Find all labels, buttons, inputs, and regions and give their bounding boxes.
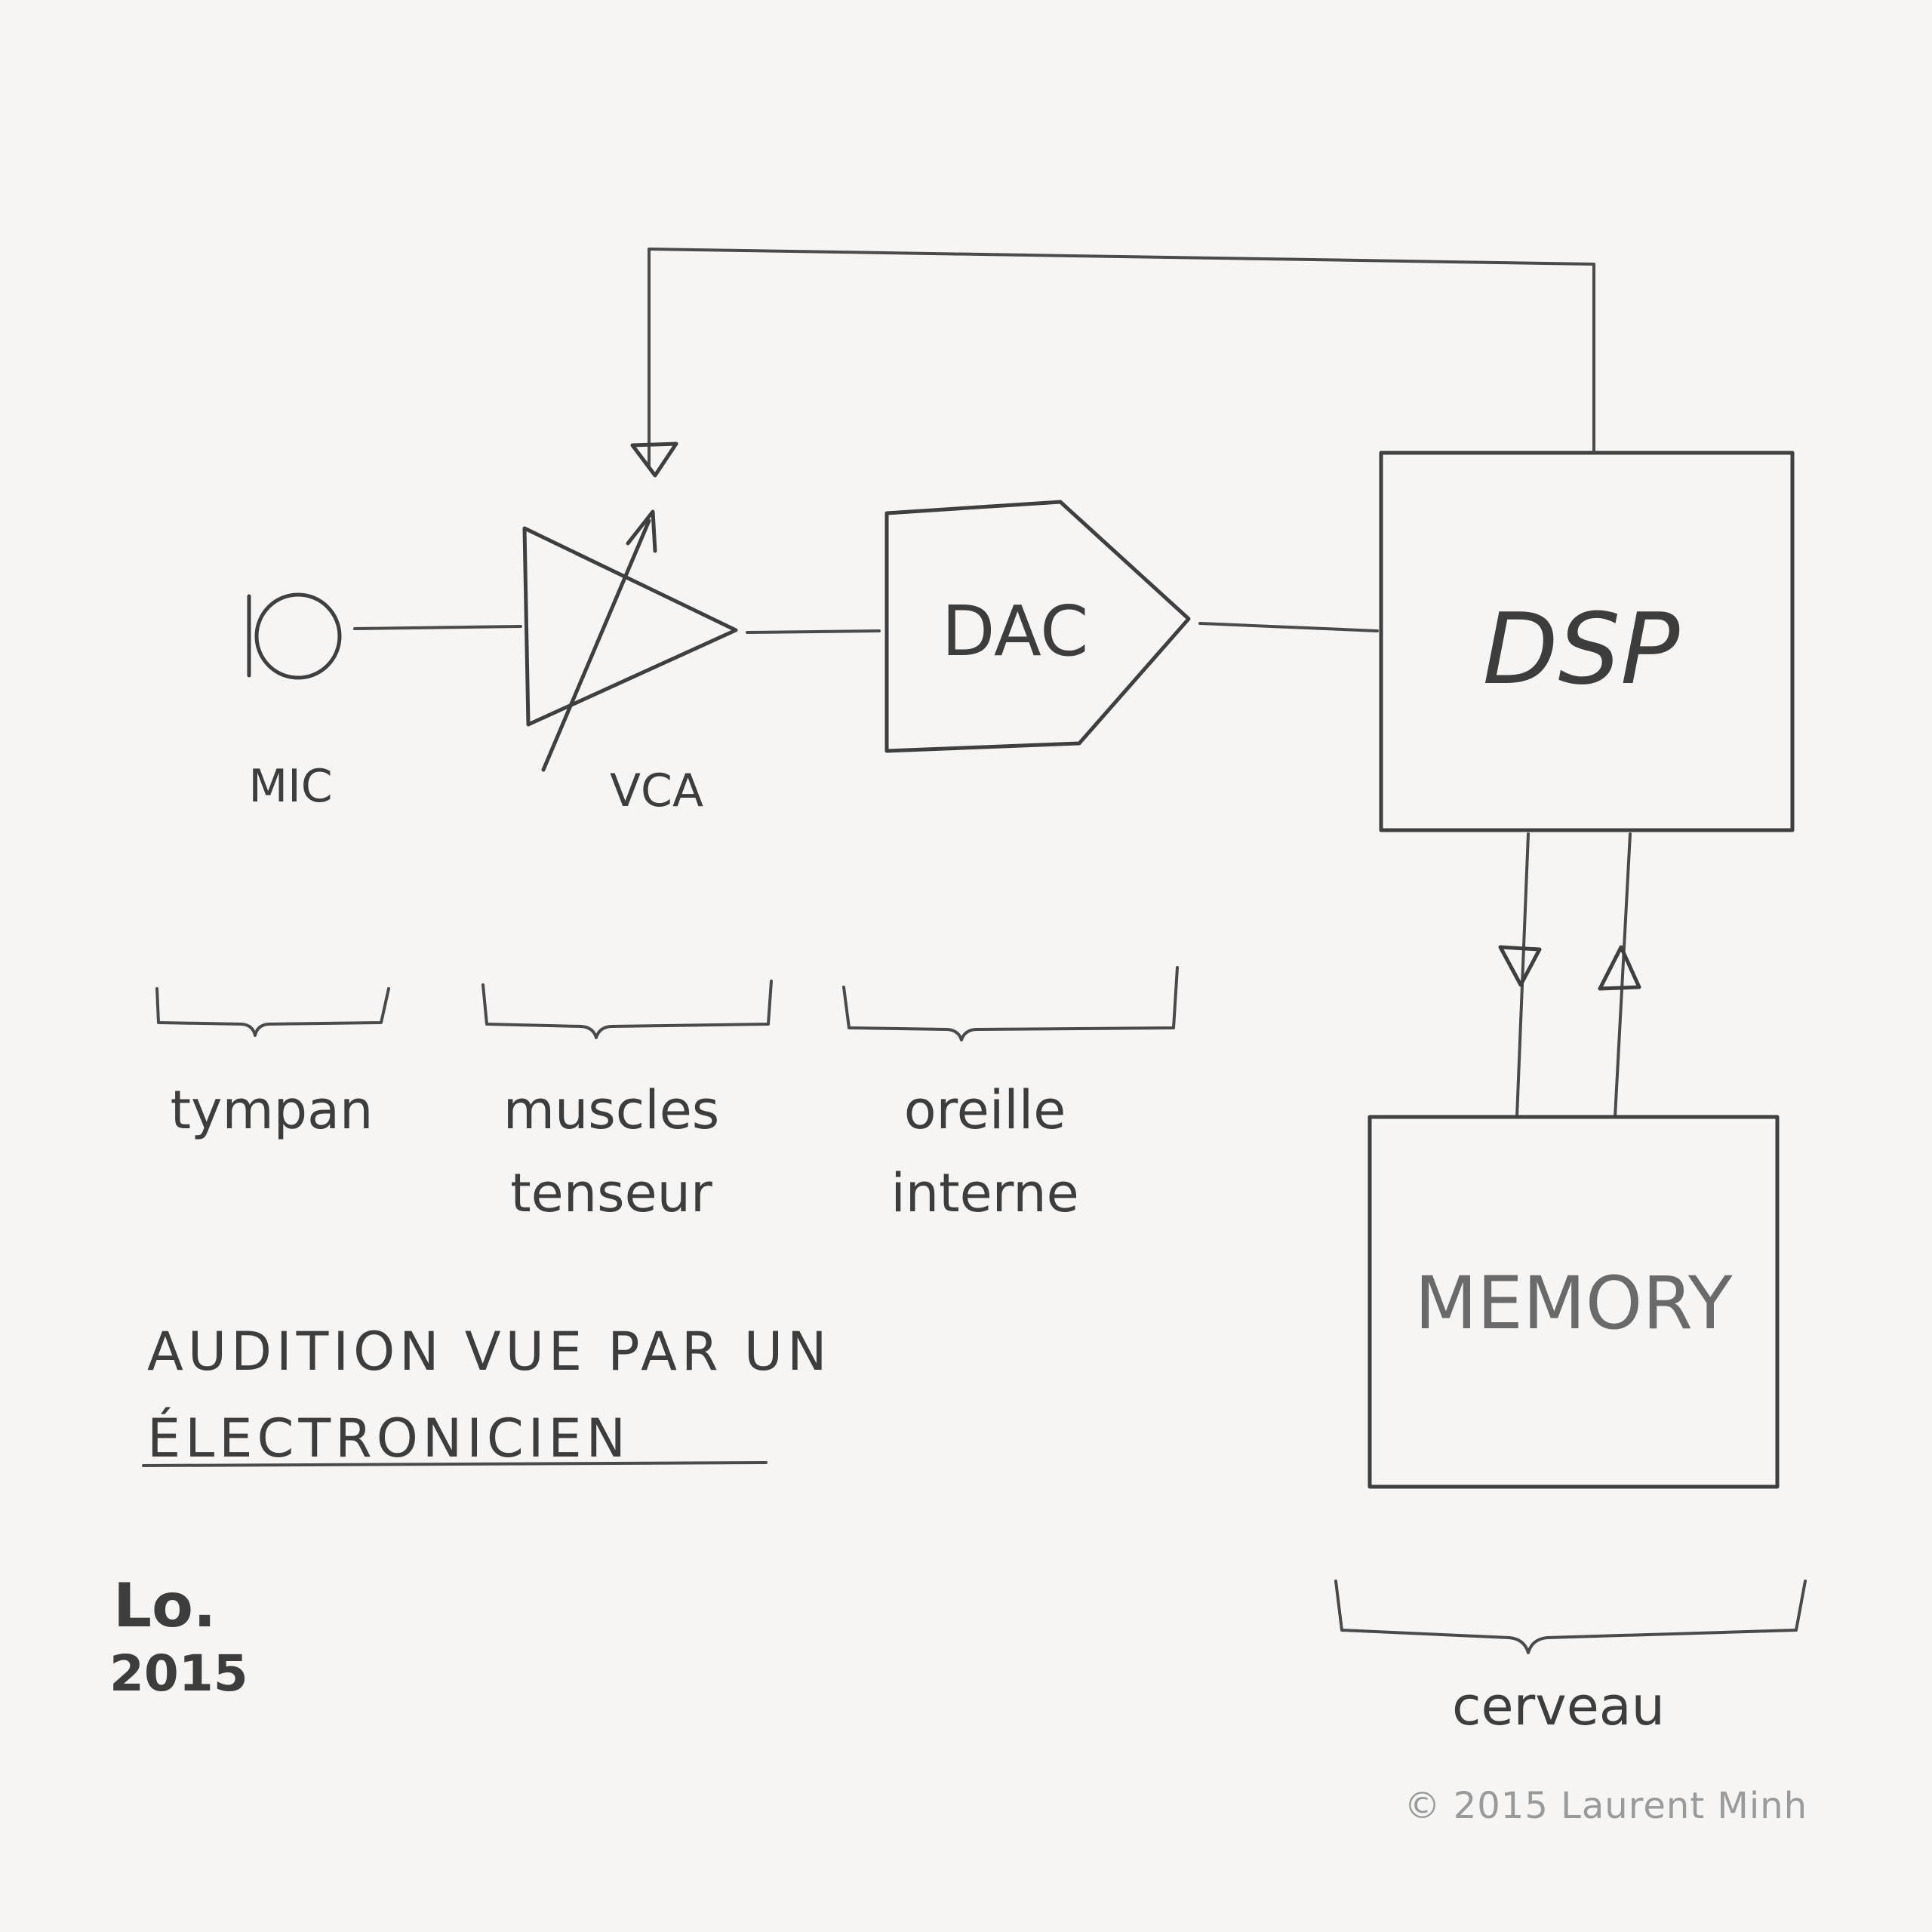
dac-outline bbox=[884, 500, 1191, 753]
dsp-memory-links bbox=[1498, 832, 1641, 1118]
brace-muscles bbox=[481, 980, 773, 1039]
dsp-block bbox=[1379, 451, 1795, 832]
feedback-wire bbox=[648, 248, 1595, 469]
mic-label: MIC bbox=[248, 760, 332, 813]
oreille-label-line2: interne bbox=[891, 1162, 1078, 1224]
brace-tympan bbox=[155, 987, 390, 1037]
caption-line1: AUDITION VUE PAR UN bbox=[147, 1321, 832, 1383]
vca-variable-arrow-head bbox=[626, 509, 657, 553]
arrow-down-icon bbox=[1498, 945, 1542, 987]
memory-block bbox=[1367, 1115, 1780, 1489]
signature-year: 2015 bbox=[109, 1644, 248, 1703]
vca-triangle bbox=[522, 526, 738, 727]
muscles-label-line2: tenseur bbox=[510, 1162, 712, 1224]
mic-symbol bbox=[247, 592, 342, 680]
wire-dac-dsp bbox=[1198, 622, 1379, 632]
wire-dsp-to-memory bbox=[1515, 832, 1530, 1118]
mic-circle bbox=[254, 592, 342, 680]
cerveau-label: cerveau bbox=[1452, 1675, 1665, 1737]
muscles-label-line1: muscles bbox=[503, 1079, 720, 1141]
brace-cerveau bbox=[1334, 1580, 1807, 1654]
vca-variable-arrow-shaft bbox=[541, 518, 651, 772]
dac-block bbox=[884, 500, 1191, 753]
wire-mic-vca bbox=[353, 625, 522, 630]
dsp-label: DSP bbox=[1482, 592, 1680, 706]
tympan-label: tympan bbox=[171, 1079, 374, 1141]
feedback-loop bbox=[630, 248, 1595, 478]
memory-label: MEMORY bbox=[1414, 1261, 1732, 1346]
wire-memory-to-dsp bbox=[1614, 832, 1632, 1118]
oreille-label-line1: oreille bbox=[904, 1079, 1066, 1141]
signature-initials: Lo. bbox=[113, 1571, 216, 1641]
vca-symbol bbox=[522, 509, 738, 772]
feedback-arrow-head bbox=[630, 441, 678, 478]
copyright-notice: © 2015 Laurent Minh bbox=[1404, 1785, 1807, 1827]
caption-underline bbox=[142, 1461, 768, 1467]
brace-oreille bbox=[842, 966, 1179, 1041]
dac-label: DAC bbox=[942, 591, 1089, 672]
wire-vca-dac bbox=[746, 629, 881, 634]
arrow-up-icon bbox=[1598, 945, 1641, 991]
vca-label: VCA bbox=[610, 764, 703, 817]
caption-line2: ÉLECTRONICIEN bbox=[147, 1407, 630, 1469]
